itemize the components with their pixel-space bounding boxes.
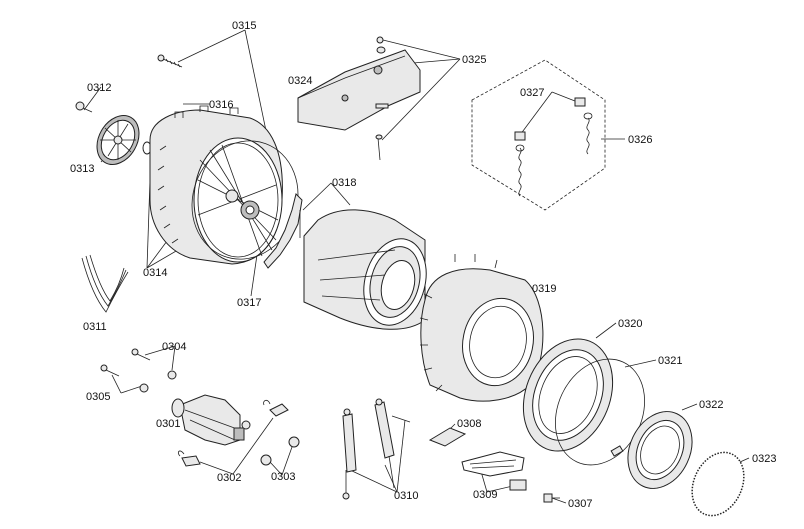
label-0304: 0304	[162, 341, 186, 353]
label-0322: 0322	[699, 399, 723, 411]
label-0318: 0318	[332, 177, 356, 189]
motor-0301	[171, 394, 251, 446]
label-0326: 0326	[628, 134, 652, 146]
label-0311: 0311	[83, 321, 107, 333]
label-0305: 0305	[86, 391, 110, 403]
label-0312: 0312	[87, 82, 111, 94]
label-0307: 0307	[568, 498, 592, 510]
label-0319: 0319	[532, 283, 556, 295]
callout-labels: 0315 0312 0316 0313 0314 0317 0311 0318 …	[70, 20, 776, 510]
label-0323: 0323	[752, 453, 776, 465]
brushes-0302	[177, 399, 289, 467]
leader-lines	[83, 29, 750, 504]
spring-ring-0323	[691, 451, 745, 517]
shock-absorbers-0310	[342, 398, 411, 500]
label-0317: 0317	[237, 297, 261, 309]
label-0308: 0308	[457, 418, 481, 430]
label-0303: 0303	[271, 471, 295, 483]
heater-parts-0307-0309	[428, 427, 560, 503]
fasteners-0304-0305	[100, 348, 177, 393]
label-0327: 0327	[520, 87, 544, 99]
ring-0322	[627, 411, 693, 489]
pulley-0313	[75, 101, 152, 165]
label-0315: 0315	[232, 20, 256, 32]
label-0324: 0324	[288, 75, 312, 87]
label-0302: 0302	[217, 472, 241, 484]
label-0313: 0313	[70, 163, 94, 175]
rear-tub-0316	[149, 105, 283, 265]
label-0301: 0301	[156, 418, 180, 430]
counterweight-0324	[297, 36, 421, 161]
label-0316: 0316	[209, 99, 233, 111]
front-tub-0319	[419, 254, 544, 402]
label-0309: 0309	[473, 489, 497, 501]
springs-group-0326	[471, 59, 606, 211]
bushings-0303	[260, 436, 300, 466]
screw-0315	[157, 54, 183, 68]
label-0321: 0321	[658, 355, 682, 367]
drive-belt-0311	[81, 254, 129, 313]
door-gasket-0320	[522, 338, 614, 452]
label-0325: 0325	[462, 54, 486, 66]
label-0314: 0314	[143, 267, 167, 279]
label-0310: 0310	[394, 490, 418, 502]
label-0320: 0320	[618, 318, 642, 330]
drum-0318	[263, 193, 427, 330]
